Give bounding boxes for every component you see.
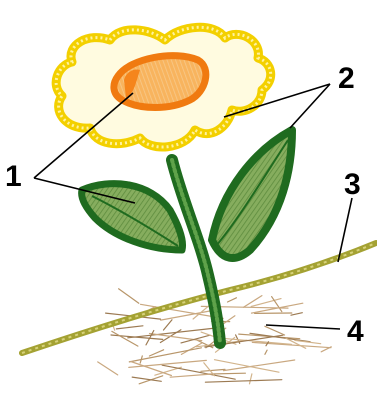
leader-4-to-soil <box>266 325 340 329</box>
soil-stitch <box>224 360 295 371</box>
soil-stitch <box>291 313 302 316</box>
soil-stitch <box>98 362 118 375</box>
soil-stitch <box>205 380 281 383</box>
soil-stitch <box>201 369 225 371</box>
soil-stitch <box>265 350 267 354</box>
soil-stitch <box>129 348 201 362</box>
soil-stitch <box>116 326 142 329</box>
soil-stitch <box>112 331 138 346</box>
soil-stitch <box>228 298 237 302</box>
soil-stitch <box>181 335 210 343</box>
soil-stitch <box>250 374 252 384</box>
callout-2: 2 <box>338 62 355 95</box>
callout-1: 1 <box>5 160 22 193</box>
soil-stitch <box>265 326 285 335</box>
soil-stitch <box>224 316 235 324</box>
callout-4: 4 <box>347 315 364 348</box>
soil-stitch <box>164 320 173 330</box>
soil-stitch <box>250 333 310 341</box>
soil-stitch <box>119 289 139 303</box>
callout-3: 3 <box>344 168 361 201</box>
soil-stitch <box>170 374 212 377</box>
